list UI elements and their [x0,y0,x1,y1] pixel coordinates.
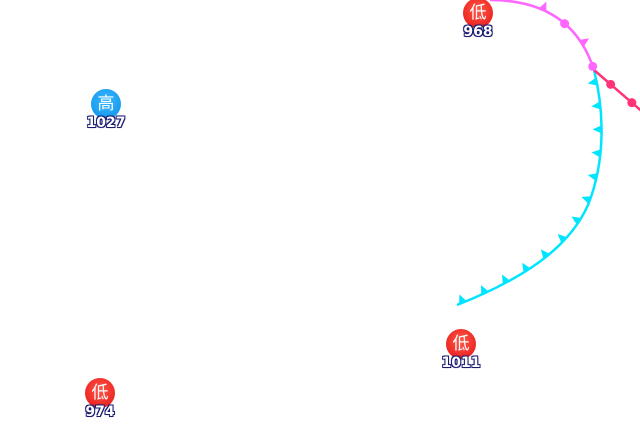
cold-front [456,69,603,307]
pressure-center-high: 高 1027 [86,89,126,131]
warm-front-semicircle [627,98,637,108]
pressure-center-low: 低 974 [80,378,120,420]
low-pressure-icon: 低 [85,378,115,408]
pressure-value: 1011 [441,355,481,371]
warm-front [593,69,640,112]
cold-front-triangle [502,274,510,285]
pressure-value: 974 [85,404,115,420]
cold-front-triangle [591,149,601,158]
pressure-center-low: 低 1011 [441,329,481,371]
cold-front-triangle [579,38,590,47]
occluded-front [489,0,596,71]
cold-front-triangle [539,1,547,12]
warm-front-semicircle [588,61,598,71]
cold-front-triangle [581,196,592,204]
high-pressure-icon: 高 [91,89,121,119]
cold-front-triangle [540,249,550,259]
cold-front-triangle [587,173,598,181]
cold-front-triangle [592,125,602,134]
warm-front-semicircle [560,19,570,29]
cold-front-triangle [587,77,598,86]
pressure-value: 1027 [86,115,126,131]
cold-front-triangle [522,262,531,273]
pressure-value: 968 [463,24,493,40]
warm-front-semicircle [606,79,616,89]
cold-front-triangle [459,294,467,305]
pressure-center-low: 低 968 [458,0,498,40]
low-pressure-icon: 低 [446,329,476,359]
cold-front-triangle [591,101,601,110]
cold-front-triangle [571,216,582,225]
low-pressure-icon: 低 [463,0,493,28]
cold-front-triangle [481,284,489,295]
cold-front-triangle [557,234,567,244]
